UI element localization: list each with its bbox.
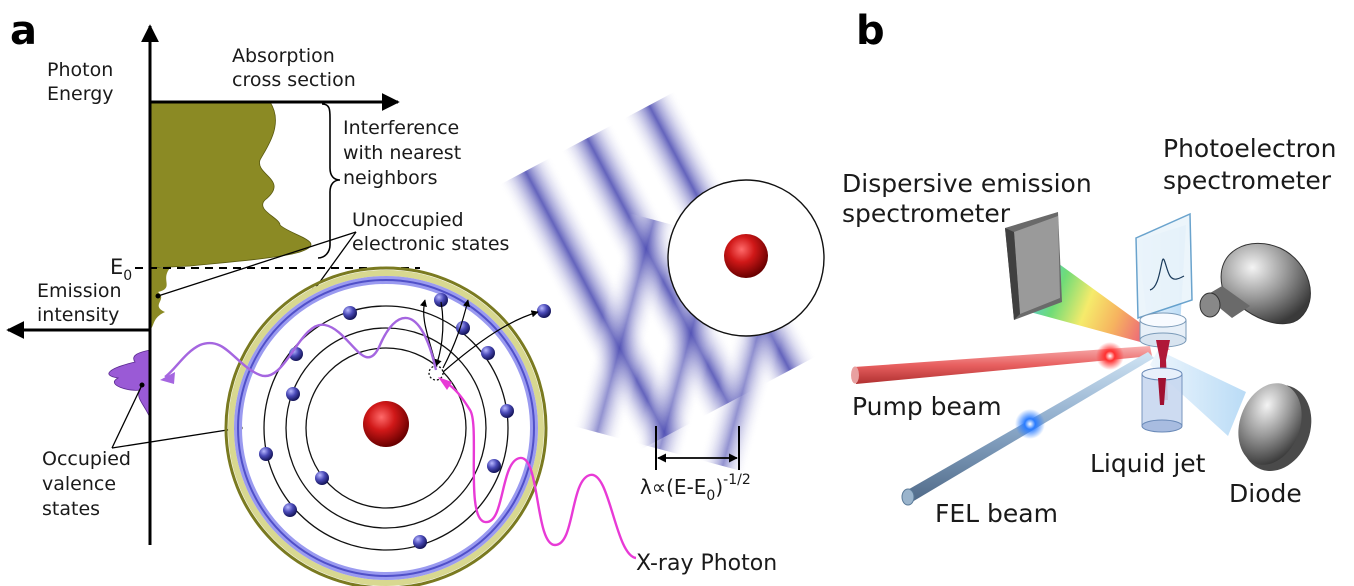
emission-photon-wave [164,316,438,378]
occupied-line1: Occupied [42,448,131,470]
photon-energy-label: Photon Energy [47,59,114,105]
unoccupied-pointer-1 [157,231,357,297]
occupied-pointer-1 [111,384,143,449]
emission-wave-arrowhead [160,372,175,384]
emission-line1: Emission [37,280,122,302]
absorption-line2: cross section [232,69,356,91]
photoelectron-label: Photoelectron spectrometer [1163,134,1336,195]
central-nucleus [363,401,409,447]
xray-photon-label: X-ray Photon [636,551,777,576]
absorption-spectrum [149,101,312,269]
panel-b-letter: b [856,8,885,54]
electron [456,321,470,335]
e0-label: E0 [110,255,132,284]
atom-outer-ring [224,266,548,586]
electron [487,459,501,473]
orbit-2 [285,327,487,529]
unoccupied-line1: Unoccupied [352,209,464,231]
diode-detector [1238,383,1312,471]
photoelectron-line2: spectrometer [1163,166,1332,195]
occupied-label: Occupied valence states [42,448,131,520]
fel-pulse [1015,409,1045,439]
dispersive-line2: spectrometer [842,199,1011,228]
occupied-pointer-2 [111,427,241,449]
photoelectron-spectrum-panel [1135,212,1193,320]
electron [413,535,427,549]
electron [500,404,514,418]
ejection-arrow [442,310,539,373]
occupied-line3: states [42,498,100,520]
interference-brace [317,103,341,259]
xray-wave-arrowhead [438,377,452,390]
electron [315,471,329,485]
photon-energy-line2: Energy [47,83,114,105]
decay-arrow-1 [434,301,444,367]
xray-photon-wave [444,380,637,560]
occupied-dot-1 [139,382,145,388]
electron [343,306,357,320]
electron [283,503,297,517]
absorption-line1: Absorption [232,45,335,67]
electron [286,387,300,401]
interference-line2: with nearest [343,142,461,164]
orbit-3 [263,305,509,551]
photoelectron-detector [1199,242,1311,325]
photon-energy-line1: Photon [47,59,113,81]
photoelectron-line1: Photoelectron [1163,134,1336,163]
emission-label: Emission intensity [37,280,122,326]
atom-blue-band-core [237,279,535,577]
neighbor-nucleus [724,234,768,278]
liquid-jet [1141,340,1183,433]
absorption-label: Absorption cross section [232,45,356,91]
decay-arrow-2 [419,299,437,367]
interference-label: Interference with nearest neighbors [343,117,461,189]
occupied-line2: valence [42,473,116,495]
electrons [259,293,551,549]
interference-line1: Interference [343,117,459,139]
pump-pulse [1096,342,1124,370]
emission-line2: intensity [37,304,119,326]
panel-a-letter: a [10,8,37,54]
atom-yellow-band [228,270,544,586]
dispersive-label: Dispersive emission spectrometer [842,169,1092,228]
wavelength-marker [655,426,740,470]
electron [481,346,495,360]
fel-beam-label: FEL beam [935,499,1058,528]
excite-arrow [442,299,470,369]
emission-peak [108,349,151,419]
dispersive-line1: Dispersive emission [842,169,1092,198]
liquid-jet-label: Liquid jet [1090,449,1206,478]
pump-beam [851,346,1152,384]
wavelength-formula: λ∝(E-E0)-1/2 [640,472,751,504]
ejected-electron [537,304,551,318]
unoccupied-label: Unoccupied electronic states [352,209,509,255]
diode-label: Diode [1229,479,1302,508]
unoccupied-line2: electronic states [352,233,509,255]
interference-line3: neighbors [343,167,438,189]
electron [259,447,273,461]
absorption-tail [150,268,170,330]
electron [434,293,448,307]
pump-beam-label: Pump beam [852,392,1002,421]
orbit-1 [305,347,467,509]
emission-spectrometer-grating [1005,212,1062,320]
unoccupied-dot-1 [155,293,161,299]
